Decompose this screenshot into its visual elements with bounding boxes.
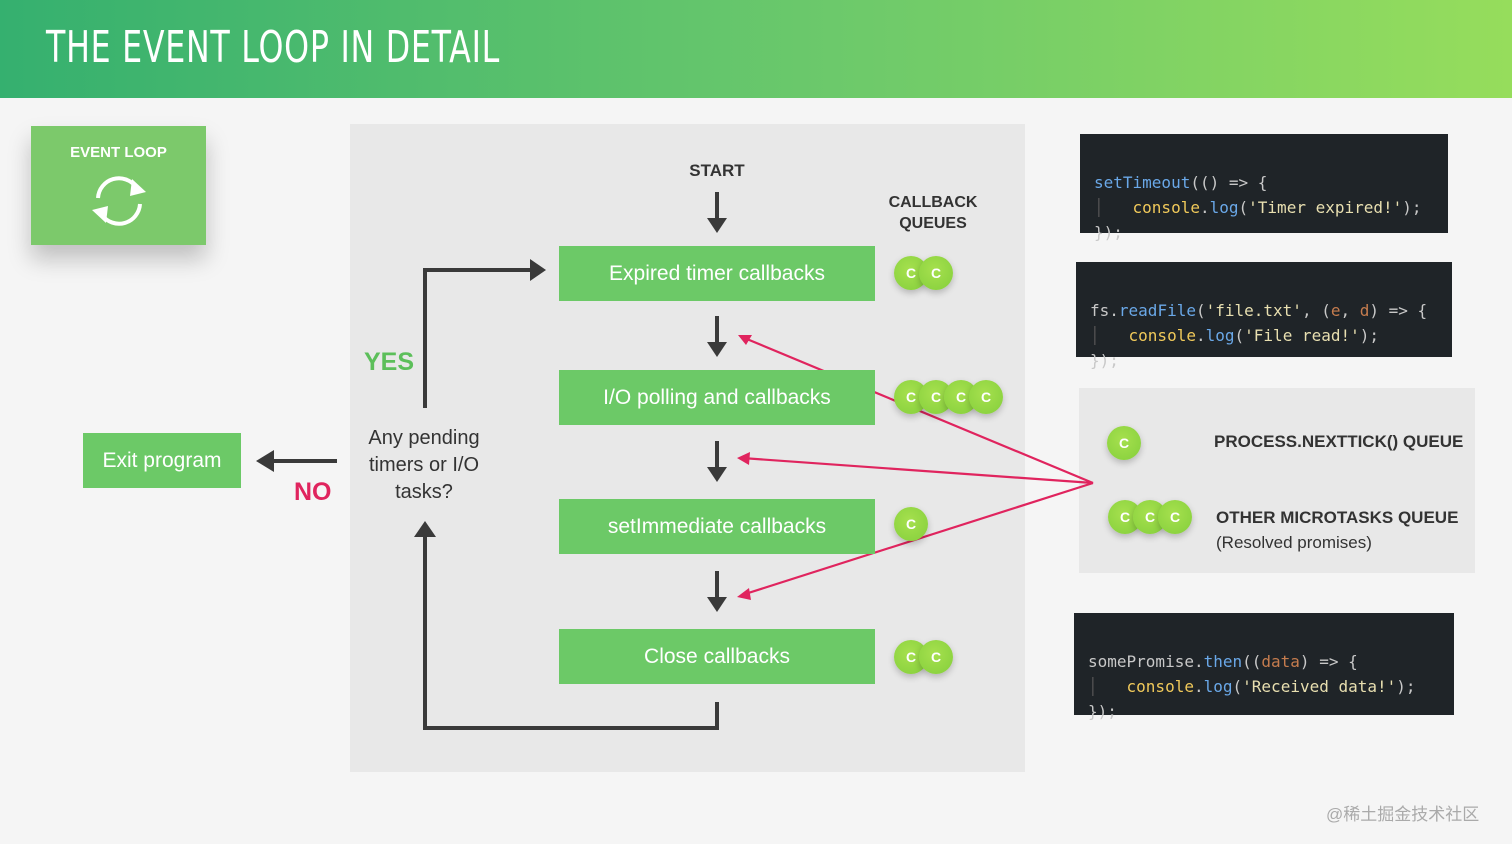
code-line: setTimeout(() => { (1094, 173, 1268, 192)
page-title: THE EVENT LOOP IN DETAIL (46, 22, 501, 73)
callback-circle: C (894, 507, 928, 541)
code-line: │ console.log('Timer expired!'); (1094, 198, 1422, 217)
watermark: @稀土掘金技术社区 (1326, 805, 1480, 824)
code-line: │ console.log('File read!'); (1090, 326, 1380, 345)
phase-close-callbacks: Close callbacks (559, 629, 875, 684)
pending-question: Any pending timers or I/O tasks? (368, 427, 480, 503)
code-readfile: fs.readFile('file.txt', (e, d) => { │ con… (1076, 262, 1452, 370)
code-settimeout: setTimeout(() => { │ console.log('Timer e… (1080, 134, 1448, 242)
callback-circle: C (919, 640, 953, 674)
code-promise: somePromise.then((data) => { │ console.lo… (1074, 613, 1454, 721)
exit-program-box: Exit program (83, 433, 241, 488)
code-line: }); (1088, 702, 1117, 721)
code-line: │ console.log('Received data!'); (1088, 677, 1416, 696)
microtask-circle: C (1158, 500, 1192, 534)
event-loop-badge: EVENT LOOP (31, 126, 206, 245)
phase-set-immediate: setImmediate callbacks (559, 499, 875, 554)
code-line: fs.readFile('file.txt', (e, d) => { (1090, 301, 1428, 320)
event-loop-label: EVENT LOOP (70, 144, 167, 161)
start-label: START (689, 161, 745, 180)
nexttick-queue-label: PROCESS.NEXTTICK() QUEUE (1214, 432, 1464, 451)
phase-io-polling: I/O polling and callbacks (559, 370, 875, 425)
code-line: somePromise.then((data) => { (1088, 652, 1358, 671)
callback-circle: C (919, 256, 953, 290)
header-banner: THE EVENT LOOP IN DETAIL (0, 0, 1512, 98)
yes-label: YES (364, 348, 415, 376)
other-microtasks-sub: (Resolved promises) (1216, 533, 1372, 552)
code-line: }); (1090, 351, 1119, 370)
microtask-panel (1079, 388, 1475, 573)
phase-expired-timers: Expired timer callbacks (559, 246, 875, 301)
code-line: }); (1094, 223, 1123, 242)
other-microtasks-label: OTHER MICROTASKS QUEUE (1216, 508, 1459, 527)
callback-circle: C (969, 380, 1003, 414)
callback-queues-label: CALLBACK QUEUES (888, 194, 978, 232)
microtask-circle: C (1107, 426, 1141, 460)
no-label: NO (294, 478, 332, 506)
refresh-cycle-icon (92, 176, 146, 226)
